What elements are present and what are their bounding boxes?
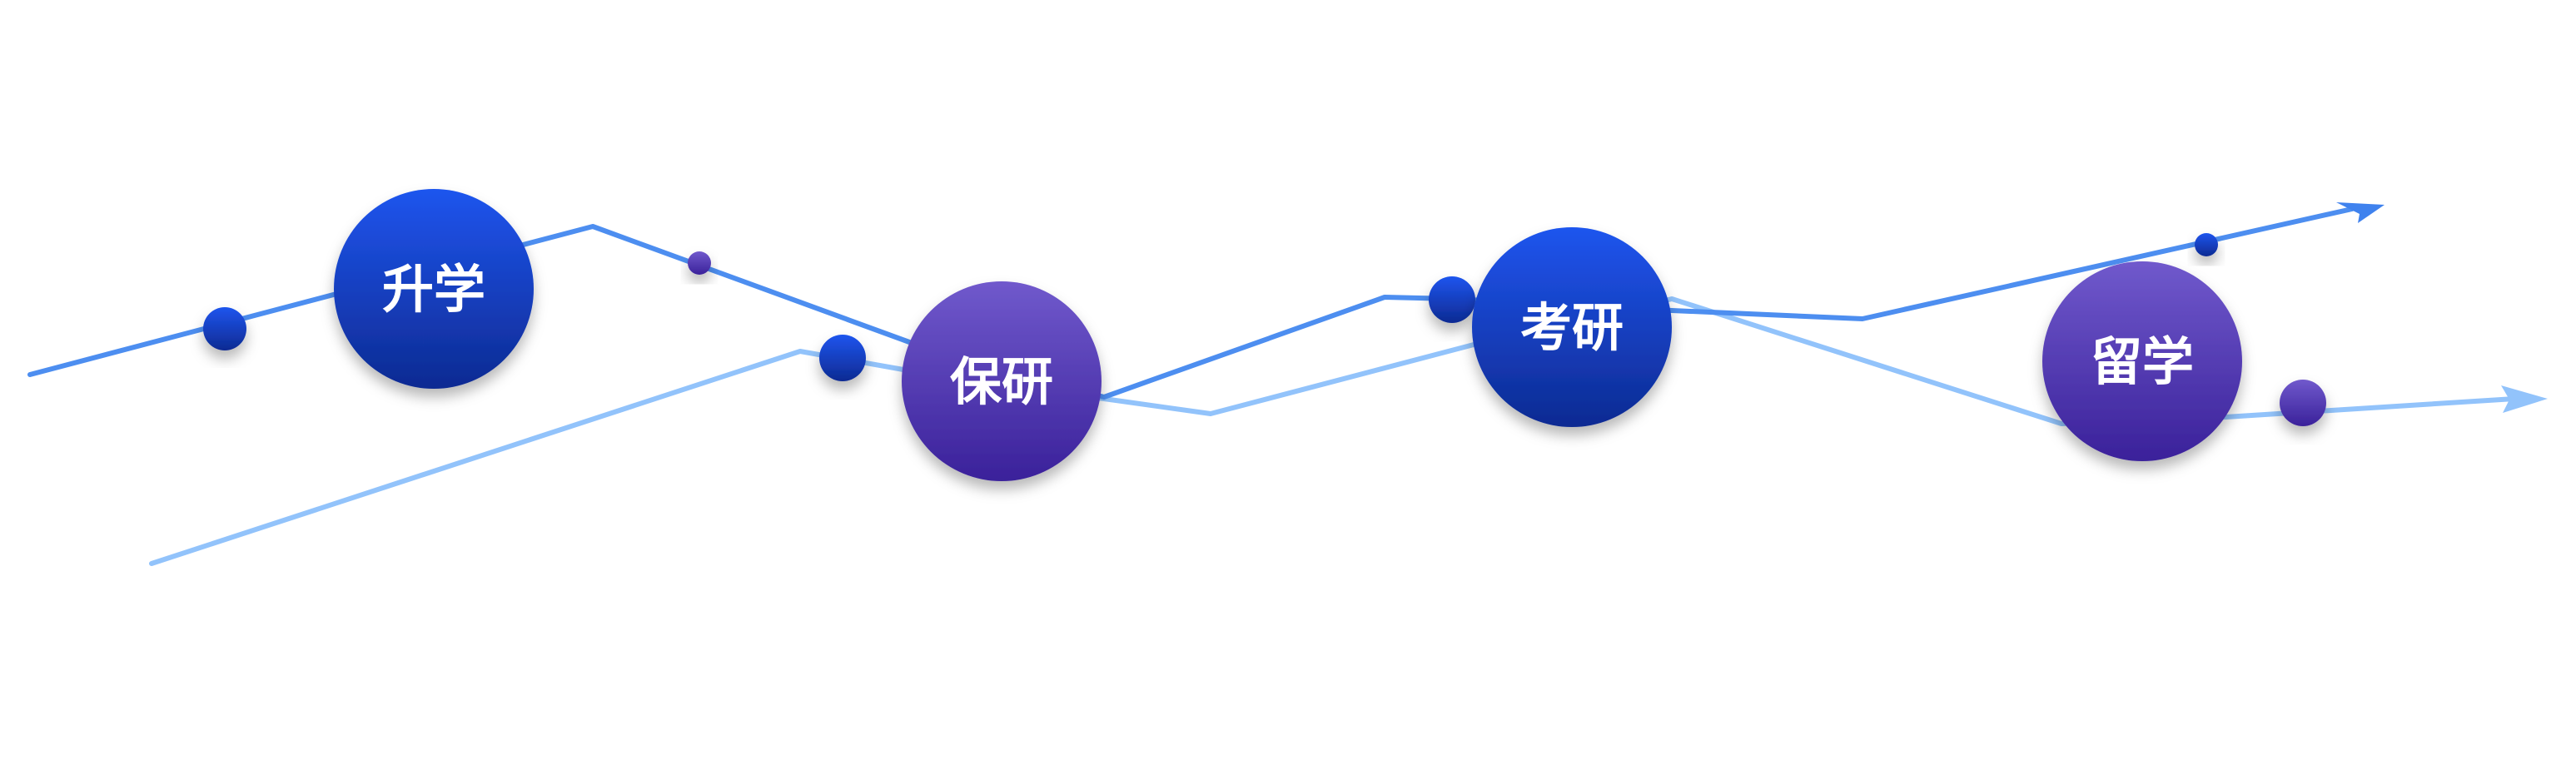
dot-marker	[2280, 380, 2326, 426]
node-kaoyan: 考研	[1472, 227, 1672, 427]
arrow-head-secondary-icon	[2501, 385, 2548, 413]
arrow-head-primary-icon	[2336, 202, 2385, 223]
node-label: 留学	[2091, 331, 2194, 392]
dot-marker	[1429, 276, 1475, 323]
node-liuxue: 留学	[2042, 261, 2242, 461]
node-label: 保研	[950, 351, 1053, 412]
dot-marker	[203, 307, 246, 350]
node-shengxue: 升学	[334, 189, 534, 389]
node-baoyan: 保研	[902, 281, 1102, 481]
node-label: 升学	[382, 259, 485, 320]
dot-marker	[819, 335, 866, 381]
dot-marker	[2195, 233, 2218, 256]
dot-marker	[688, 251, 711, 275]
node-label: 考研	[1520, 297, 1624, 358]
